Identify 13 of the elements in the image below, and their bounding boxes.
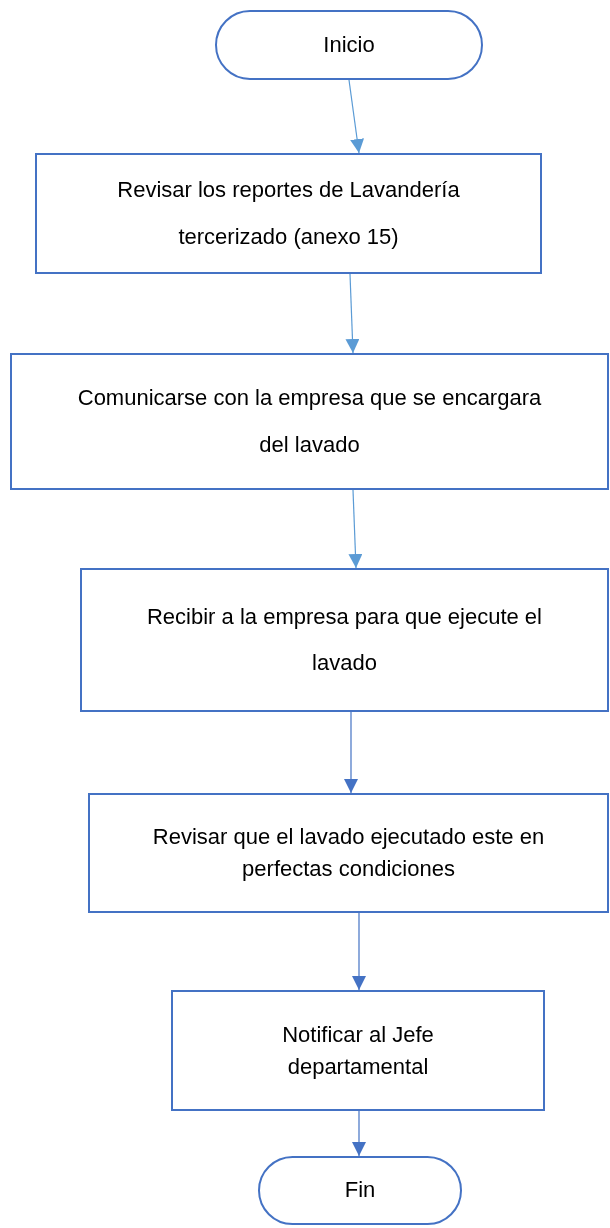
terminal-shape: Inicio (215, 10, 483, 80)
arrow (348, 489, 363, 569)
process-box: Comunicarse con la empresa que se encargara del lavado (10, 353, 609, 490)
terminal-shape: Fin (258, 1156, 462, 1225)
process-box: Revisar los reportes de Lavandería tercerizado (anexo 15) (35, 153, 542, 274)
arrow (345, 273, 360, 354)
arrow (352, 912, 366, 991)
arrow (352, 1110, 366, 1157)
arrow (348, 79, 365, 154)
process-box: Recibir a la empresa para que ejecute el lavado (80, 568, 609, 712)
arrow (344, 711, 358, 794)
process-box: Revisar que el lavado ejecutado este en perfectas condiciones (88, 793, 609, 913)
process-box: Notificar al Jefe departamental (171, 990, 545, 1111)
